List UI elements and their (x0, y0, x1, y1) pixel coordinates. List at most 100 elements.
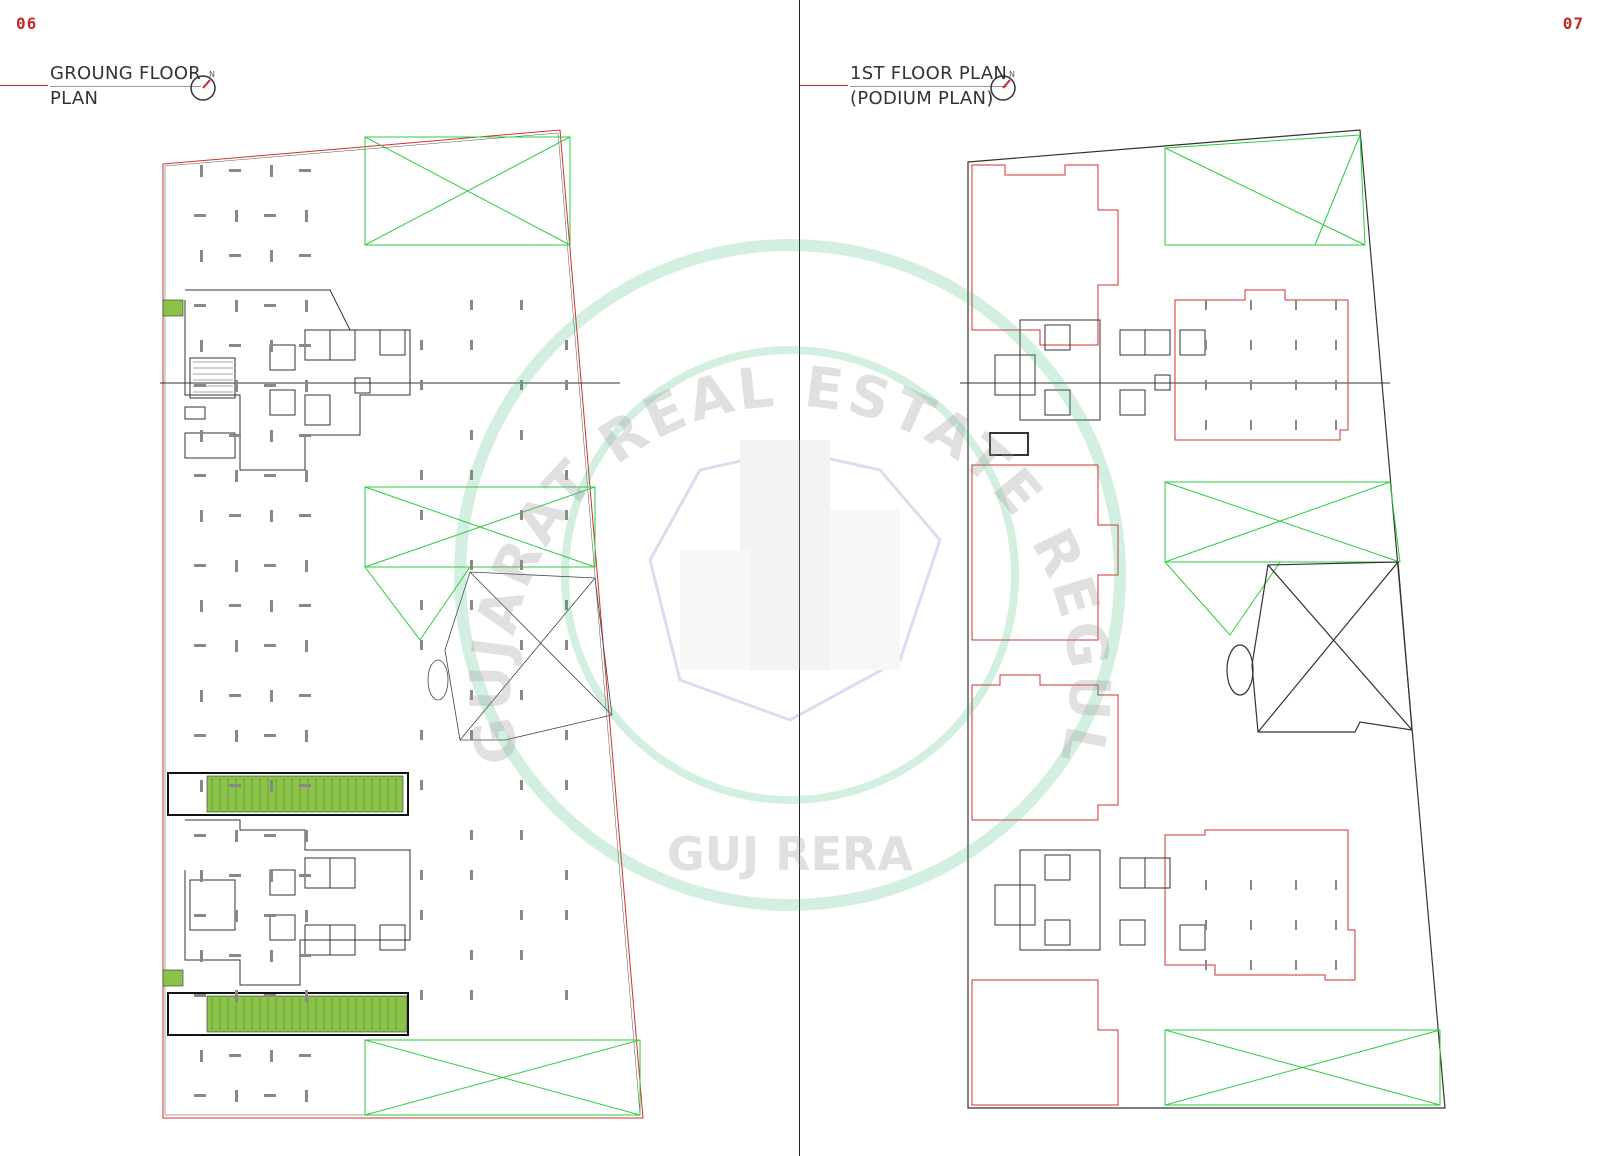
column (194, 1094, 206, 1097)
column (200, 250, 203, 262)
column (305, 560, 308, 572)
watermark-center-text: GUJ RERA (667, 827, 914, 881)
page-title: 1ST FLOOR PLAN (PODIUM PLAN) (850, 62, 1008, 110)
column (270, 870, 273, 882)
column (229, 344, 241, 347)
compass-label: N (209, 70, 215, 79)
column (420, 870, 423, 880)
column (305, 990, 308, 1002)
column (229, 954, 241, 957)
column (1250, 340, 1252, 350)
column (194, 214, 206, 217)
column (470, 830, 473, 840)
column (1205, 340, 1207, 350)
column (194, 914, 206, 917)
column (299, 514, 311, 517)
column (1335, 960, 1337, 970)
column (235, 560, 238, 572)
column (1250, 960, 1252, 970)
column (299, 434, 311, 437)
column (264, 734, 276, 737)
column (305, 640, 308, 652)
column (305, 300, 308, 312)
column (305, 210, 308, 222)
column (520, 780, 523, 790)
column (420, 600, 423, 610)
column (1250, 880, 1252, 890)
column (235, 730, 238, 742)
column (264, 214, 276, 217)
column (520, 830, 523, 840)
column (194, 384, 206, 387)
column (264, 1094, 276, 1097)
page-right: 07 1ST FLOOR PLAN (PODIUM PLAN) N (800, 0, 1600, 1156)
column (1295, 880, 1297, 890)
first-floor-plan-drawing (960, 129, 1446, 1109)
column (229, 784, 241, 787)
column (194, 474, 206, 477)
column (470, 600, 473, 610)
open-space-2 (364, 486, 596, 641)
amenity-structure (1226, 561, 1413, 733)
column (264, 304, 276, 307)
parking-columns (194, 165, 568, 1102)
column (1295, 920, 1297, 930)
column (264, 834, 276, 837)
column (1335, 920, 1337, 930)
column (1205, 920, 1207, 930)
column (520, 910, 523, 920)
column (305, 380, 308, 392)
column (299, 254, 311, 257)
column (470, 300, 473, 310)
column (565, 640, 568, 650)
column (270, 430, 273, 442)
site-boundary (967, 129, 1446, 1109)
column (235, 990, 238, 1002)
column (299, 784, 311, 787)
residential-blocks (971, 164, 1356, 1106)
column (470, 870, 473, 880)
column (200, 780, 203, 792)
column (565, 380, 568, 390)
column (1205, 960, 1207, 970)
column (305, 1090, 308, 1102)
column (270, 600, 273, 612)
column (264, 564, 276, 567)
core-tower-b (184, 819, 411, 986)
column (229, 604, 241, 607)
page-title: GROUNG FLOOR PLAN (50, 62, 202, 110)
column (229, 514, 241, 517)
column (1205, 380, 1207, 390)
column (1205, 300, 1207, 310)
column (200, 690, 203, 702)
column (235, 910, 238, 922)
column (565, 340, 568, 350)
column (420, 730, 423, 740)
site-boundary (162, 129, 644, 1119)
title-line-1: GROUNG FLOOR (50, 62, 202, 87)
meter-room-a (162, 299, 184, 317)
column (235, 300, 238, 312)
column (1295, 960, 1297, 970)
column (1335, 300, 1337, 310)
column (194, 644, 206, 647)
column (305, 730, 308, 742)
column (264, 384, 276, 387)
column (194, 564, 206, 567)
column (270, 340, 273, 352)
column (470, 990, 473, 1000)
core-tower-a (989, 319, 1206, 456)
column (305, 910, 308, 922)
column (565, 990, 568, 1000)
structural-columns (1205, 300, 1337, 970)
column (200, 430, 203, 442)
column (470, 950, 473, 960)
title-line-2: (PODIUM PLAN) (850, 88, 994, 109)
column (299, 874, 311, 877)
meter-room-b (162, 969, 184, 987)
compass-label: N (1009, 70, 1015, 79)
title-line-1: 1ST FLOOR PLAN (850, 62, 1008, 87)
ground-floor-plan-drawing (160, 129, 644, 1119)
column (229, 169, 241, 172)
open-space-1 (364, 136, 571, 246)
